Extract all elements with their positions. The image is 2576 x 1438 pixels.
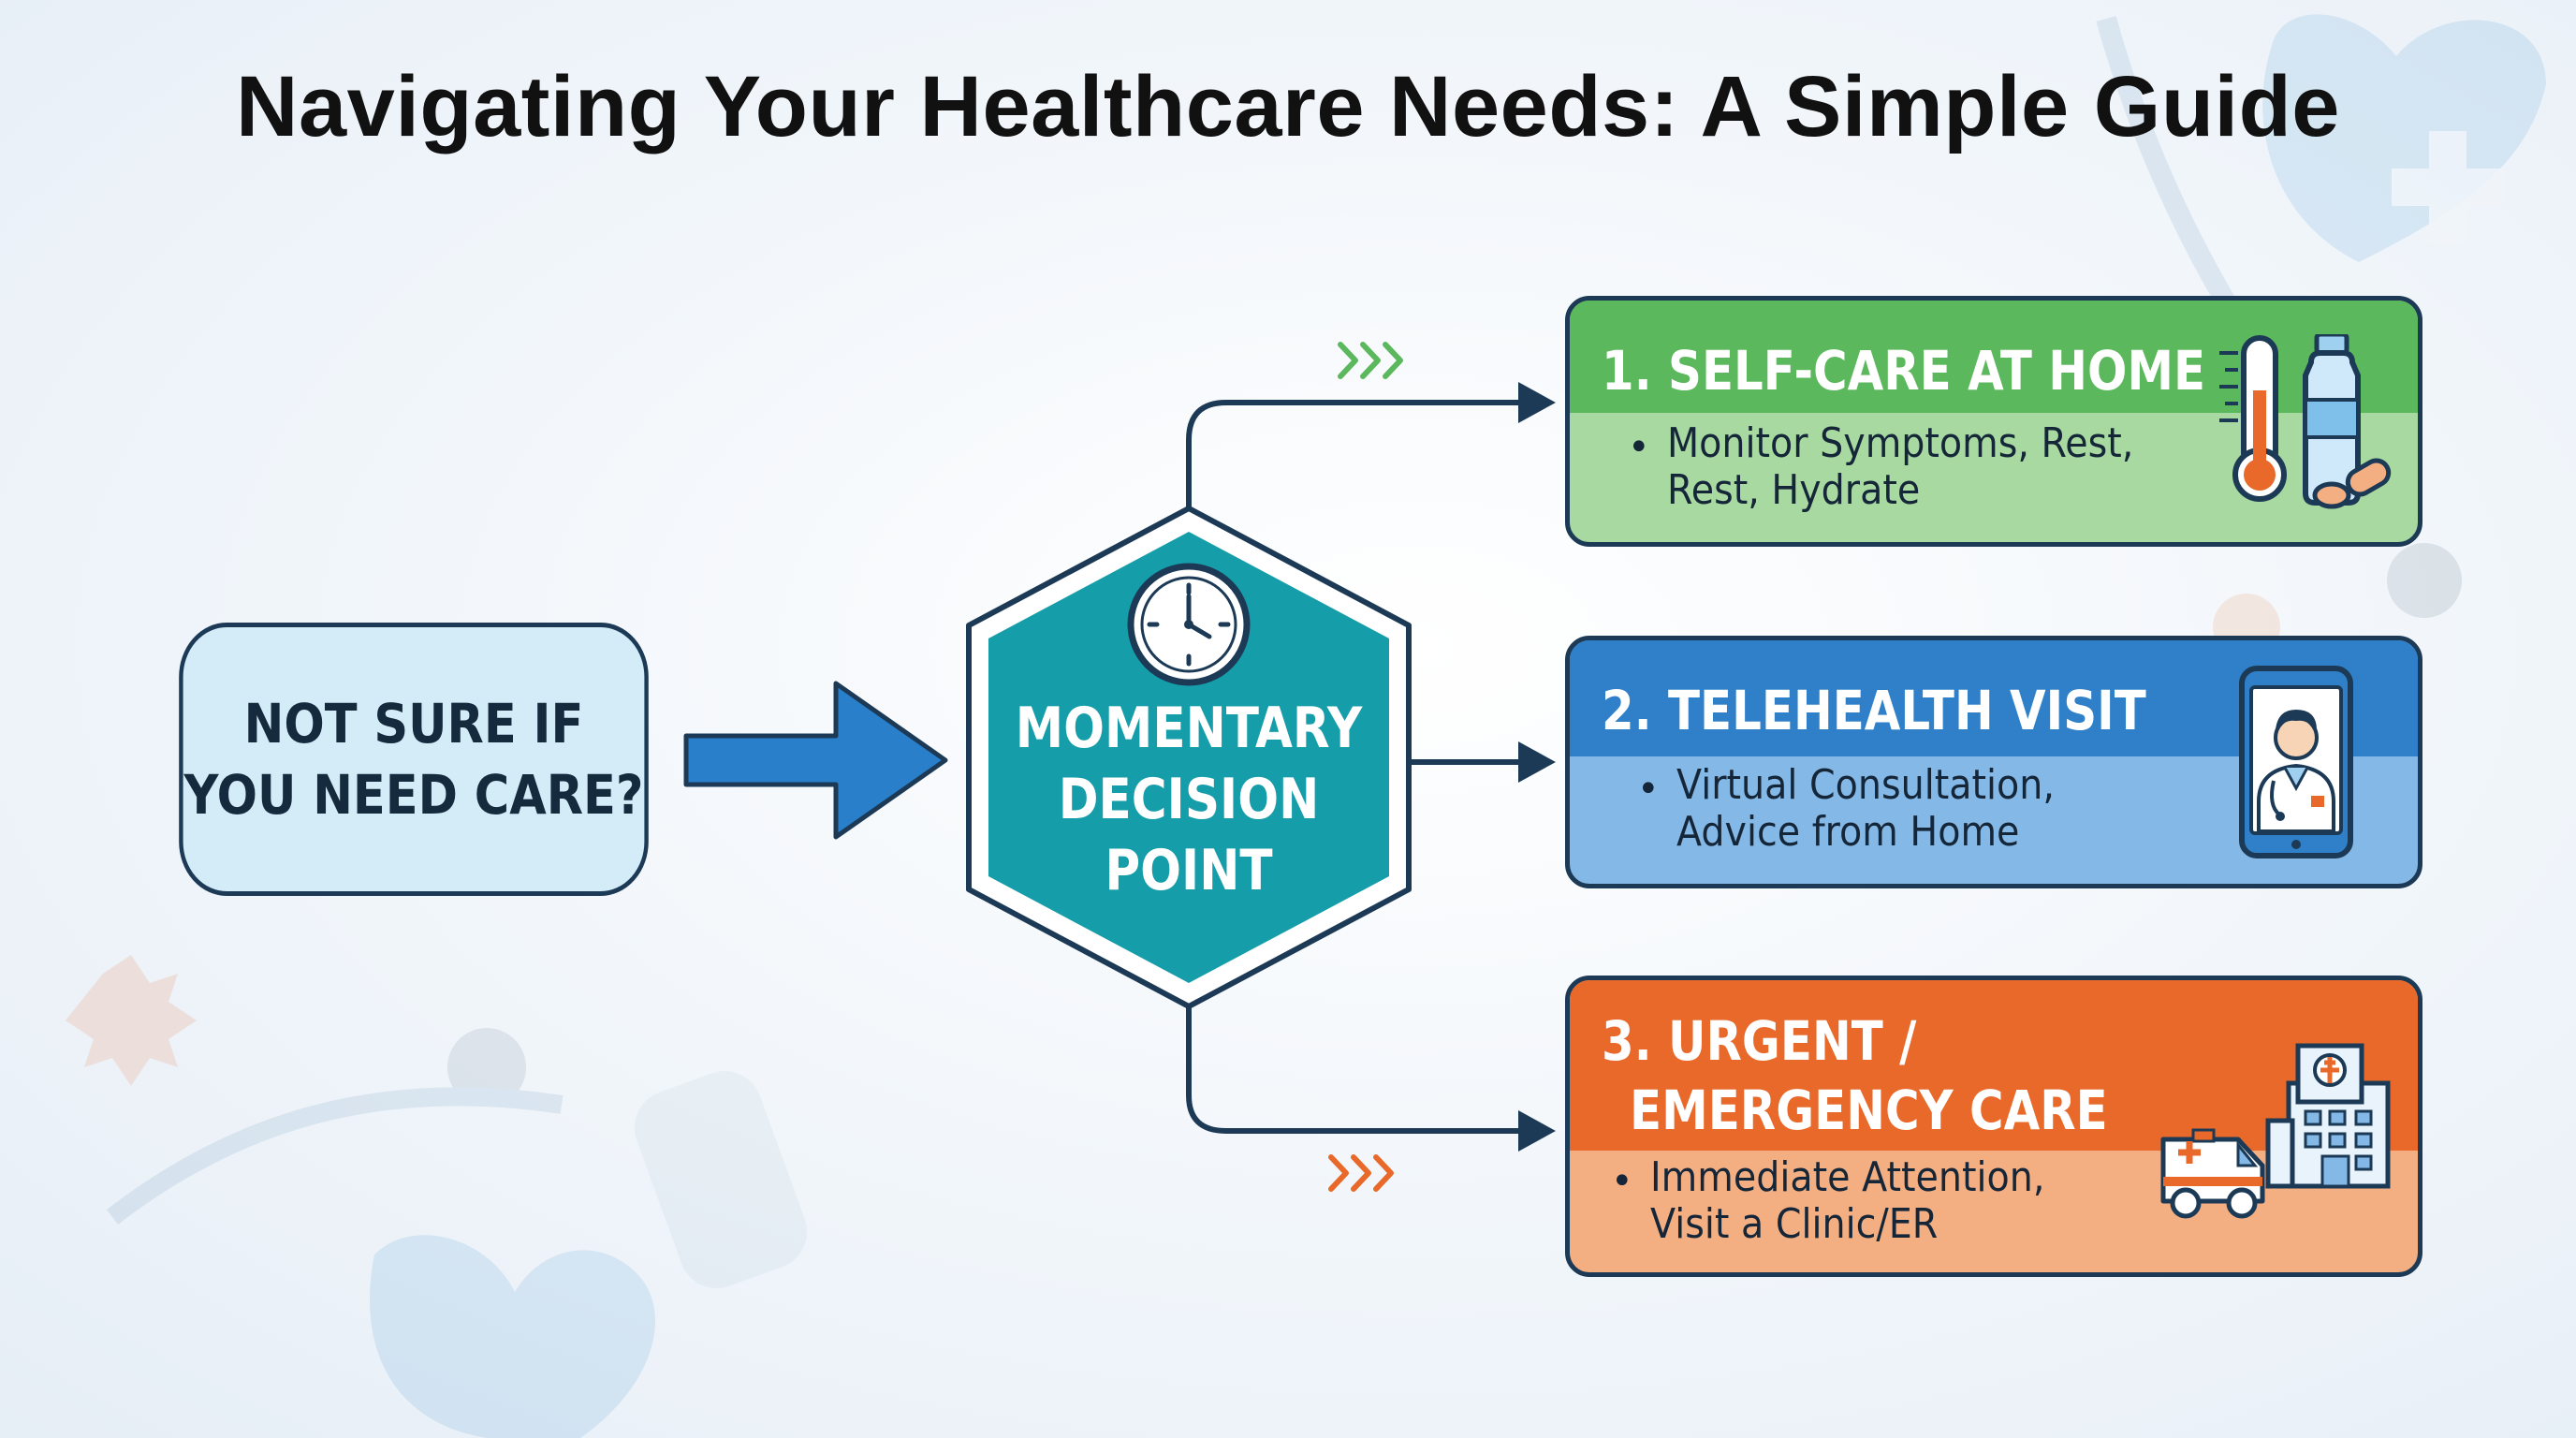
urgent-text-line-2: Visit a Clinic/ER [1650,1200,1939,1248]
option-card-self-care: 1. SELF-CARE AT HOME • Monitor Symptoms,… [1565,296,2422,547]
telehealth-text-line-2: Advice from Home [1676,808,2020,856]
thermometer-water-pills-icon [2219,334,2392,509]
telehealth-text-line-1: Virtual Consultation, [1676,761,2055,809]
telehealth-heading: 2. TELEHEALTH VISIT [1602,679,2146,742]
option-card-telehealth: 2. TELEHEALTH VISIT • Virtual Consultati… [1565,636,2422,888]
option-card-urgent-care: 3. URGENT / EMERGENCY CARE • Immediate A… [1565,976,2422,1277]
chevron-green-icon [1338,342,1403,379]
self-care-text-line-1: Monitor Symptoms, Rest, [1667,419,2134,467]
start-line-2: YOU NEED CARE? [183,763,644,827]
self-care-text-line-2: Rest, Hydrate [1667,466,1921,514]
clock-icon [1127,563,1251,686]
urgent-heading-line-1: 3. URGENT / [1602,1009,1917,1073]
urgent-text-line-1: Immediate Attention, [1650,1153,2045,1201]
option-card-body: • Monitor Symptoms, Rest, Rest, Hydrate [1570,413,2418,542]
bullet: • [1628,426,1650,469]
start-line-1: NOT SURE IF [243,692,584,756]
hospital-ambulance-icon [2160,1043,2391,1219]
self-care-heading: 1. SELF-CARE AT HOME [1602,339,2206,403]
option-card-body: • Immediate Attention, Visit a Clinic/ER [1570,1151,2418,1272]
self-care-text: Monitor Symptoms, Rest, Rest, Hydrate [1667,420,2133,514]
option-card-body: • Virtual Consultation, Advice from Home [1570,756,2418,884]
chevron-orange-icon [1328,1154,1394,1192]
telehealth-text: Virtual Consultation, Advice from Home [1676,762,2055,856]
bullet: • [1637,768,1660,811]
page-title: Navigating Your Healthcare Needs: A Simp… [236,59,2340,154]
urgent-heading-line-2: EMERGENCY CARE [1630,1078,2108,1142]
decision-line-2: DECISION [1058,767,1320,832]
decision-label: MOMENTARY DECISION POINT [1003,693,1374,906]
decision-line-1: MOMENTARY [1015,696,1363,761]
decision-line-3: POINT [1105,838,1273,903]
start-box: NOT SURE IF YOU NEED CARE? [179,623,649,896]
connector-bottom [1186,1006,1528,1134]
connector-top [1186,400,1528,508]
urgent-text: Immediate Attention, Visit a Clinic/ER [1650,1154,2044,1248]
bullet: • [1611,1160,1633,1203]
phone-doctor-icon [2239,666,2353,858]
